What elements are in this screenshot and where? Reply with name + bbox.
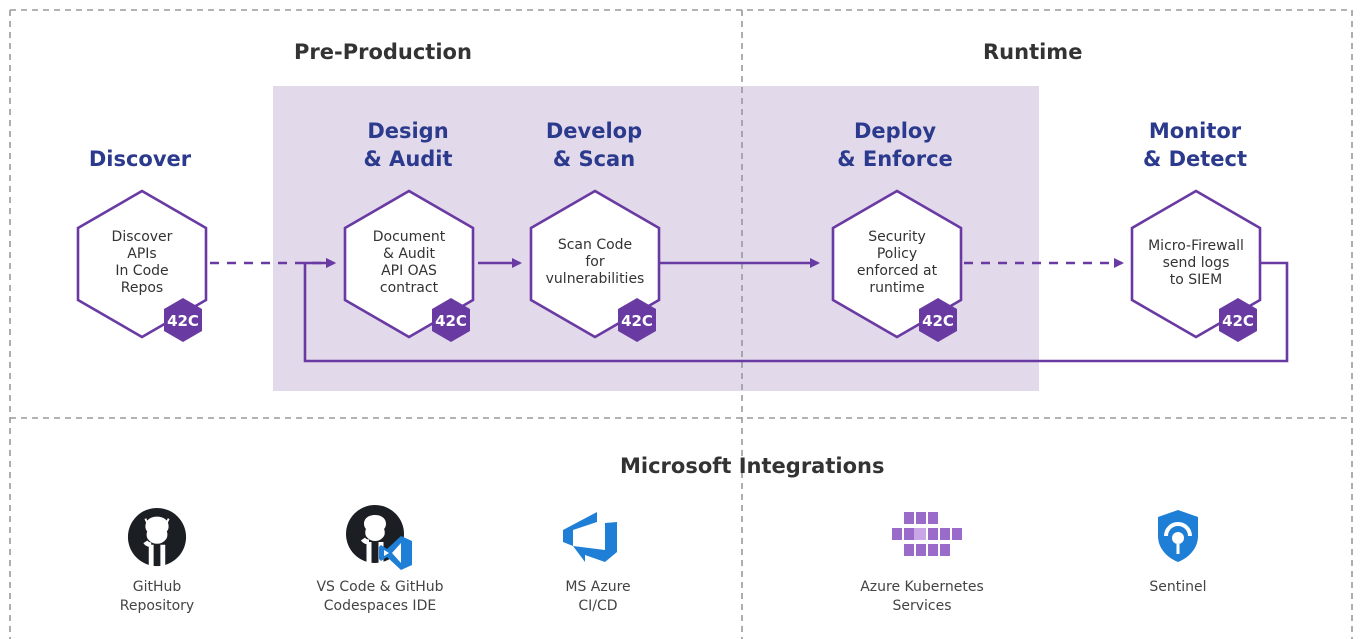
section-title-runtime: Runtime xyxy=(983,40,1083,64)
integration-label-sentinel: Sentinel xyxy=(1149,579,1207,595)
stage-title-discover: Discover xyxy=(88,147,192,171)
kubernetes-icon xyxy=(892,512,962,556)
badge-42c-icon: 42C xyxy=(164,298,202,342)
integration-label-github: GitHub Repository xyxy=(119,579,195,614)
hexagon-text-deploy: Security Policy enforced at runtime xyxy=(856,229,938,296)
azure-devops-icon xyxy=(563,512,617,562)
badge-42c-icon: 42C xyxy=(1219,298,1257,342)
integration-label-azure-cicd: MS Azure CI/CD xyxy=(565,579,631,614)
badge-label: 42C xyxy=(1222,312,1254,330)
badge-42c-icon: 42C xyxy=(919,298,957,342)
github-icon xyxy=(127,507,187,567)
badge-42c-icon: 42C xyxy=(432,298,470,342)
sentinel-icon xyxy=(1158,510,1198,562)
badge-label: 42C xyxy=(621,312,653,330)
hexagon-monitor xyxy=(1130,189,1262,339)
hexagon-design xyxy=(343,189,475,339)
section-title-pre-production: Pre-Production xyxy=(294,40,472,64)
badge-label: 42C xyxy=(167,312,199,330)
github-vscode-icon xyxy=(346,505,412,570)
hexagon-text-develop: Scan Code for vulnerabilities xyxy=(545,237,645,287)
stage-title-develop: Develop & Scan xyxy=(545,119,643,171)
hexagon-text-design: Document & Audit API OAS contract xyxy=(372,229,446,296)
hexagon-develop xyxy=(529,189,661,339)
hexagon-discover xyxy=(76,189,208,339)
hexagon-text-monitor: Micro-Firewall send logs to SIEM xyxy=(1148,238,1244,288)
section-title-integrations: Microsoft Integrations xyxy=(620,454,885,478)
stage-title-design: Design & Audit xyxy=(363,119,453,171)
arrow-feedback-loop xyxy=(303,258,1289,363)
badge-42c-icon: 42C xyxy=(618,298,656,342)
badge-label: 42C xyxy=(922,312,954,330)
integration-label-kubernetes: Azure Kubernetes Services xyxy=(860,579,984,614)
stage-title-monitor: Monitor & Detect xyxy=(1142,119,1248,171)
hexagon-deploy xyxy=(831,189,963,339)
hexagon-text-discover: Discover APIs In Code Repos xyxy=(111,229,173,296)
stage-title-deploy: Deploy & Enforce xyxy=(837,119,953,171)
badge-label: 42C xyxy=(435,312,467,330)
integration-label-vscode: VS Code & GitHub Codespaces IDE xyxy=(316,579,444,614)
